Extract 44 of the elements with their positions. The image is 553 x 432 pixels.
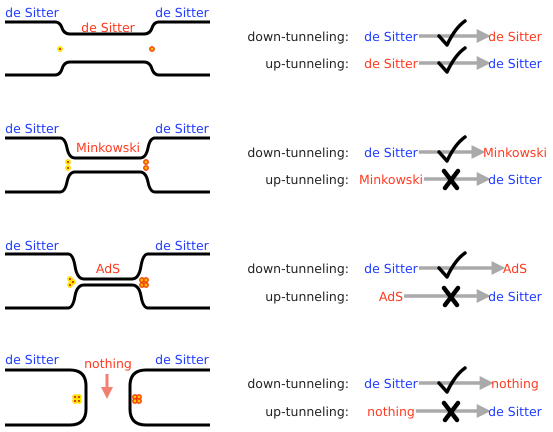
state-label: de Sitter	[488, 56, 542, 70]
region-label: de Sitter	[155, 238, 209, 252]
state-label: nothing	[367, 404, 415, 418]
state-label: AdS	[502, 260, 528, 276]
row-label: down-tunneling:	[247, 376, 349, 390]
arrow	[418, 376, 494, 390]
region-label: de Sitter	[155, 120, 209, 136]
state-label: de Sitter	[364, 260, 418, 276]
state-label: de Sitter	[364, 28, 418, 44]
arrow	[418, 29, 491, 43]
region-label: de Sitter	[155, 4, 209, 20]
row-label: down-tunneling:	[247, 28, 349, 44]
state-label: de Sitter	[488, 404, 542, 418]
arrow	[424, 172, 491, 186]
region-label: nothing	[84, 356, 132, 370]
row-label: up-tunneling:	[265, 172, 349, 186]
state-label: de Sitter	[488, 288, 542, 304]
row-label: down-tunneling:	[247, 144, 349, 160]
state-label: de Sitter	[488, 172, 542, 186]
region-label: de Sitter	[5, 4, 59, 20]
region-label: de Sitter	[155, 352, 209, 366]
region-label: de Sitter	[5, 120, 59, 136]
state-label: Minkowski	[358, 172, 424, 186]
state-label: nothing	[491, 376, 539, 390]
region-label: de Sitter	[5, 352, 59, 366]
state-label: AdS	[378, 288, 404, 304]
state-label: de Sitter	[364, 56, 418, 70]
arrow	[418, 145, 486, 159]
row-label: up-tunneling:	[265, 288, 349, 304]
region-label: Minkowski	[76, 140, 140, 154]
arrow	[418, 56, 491, 70]
region-label: de Sitter	[81, 20, 135, 34]
row-label: up-tunneling:	[265, 404, 349, 418]
state-label: de Sitter	[488, 28, 542, 44]
arrow	[404, 289, 491, 303]
arrow	[416, 404, 491, 418]
state-label: de Sitter	[364, 376, 418, 390]
region-label: de Sitter	[5, 238, 59, 252]
row-label: up-tunneling:	[265, 56, 349, 70]
state-label: Minkowski	[482, 144, 548, 160]
state-label: de Sitter	[364, 144, 418, 160]
arrow	[418, 261, 506, 275]
region-label: AdS	[96, 260, 120, 276]
row-label: down-tunneling:	[247, 260, 349, 276]
